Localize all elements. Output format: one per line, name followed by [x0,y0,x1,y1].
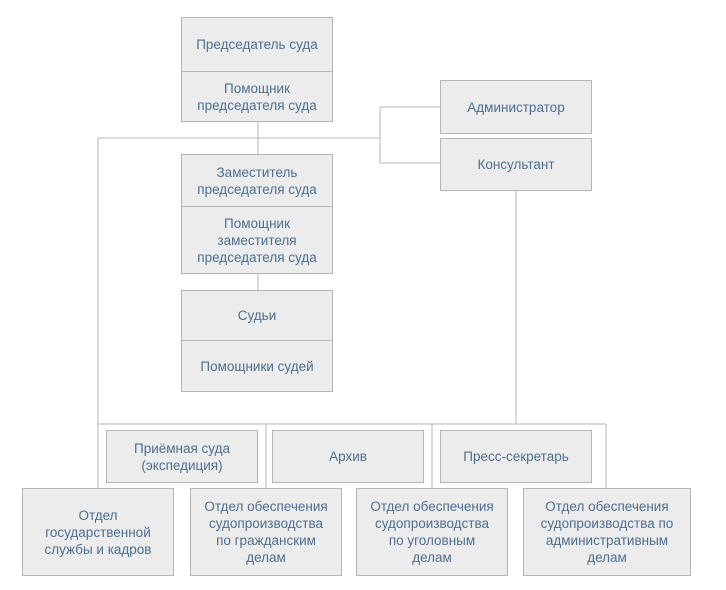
archive-label: Архив [329,449,367,464]
dept-criminal-label: Отдел обеспечения судопроизводства по уг… [370,499,494,565]
judges-box: Судьи [181,290,333,340]
dept-administrative-box: Отдел обеспечения судопроизводства по ад… [523,488,691,576]
consultant-box: Консультант [440,138,592,191]
dept-personnel-label: Отдел государственной службы и кадров [44,507,152,557]
deputy-assistant-label: Помощник заместителя председателя суда [197,215,317,265]
judges-label: Судьи [237,308,277,323]
deputy-assistant-box: Помощник заместителя председателя суда [181,206,333,274]
chairman-assistant-label: Помощник председателя суда [197,80,317,113]
chairman-label: Председатель суда [196,37,318,52]
dept-criminal-box: Отдел обеспечения судопроизводства по уг… [356,488,508,576]
dept-administrative-label: Отдел обеспечения судопроизводства по ад… [540,499,674,565]
judges-assistants-label: Помощники судей [200,358,314,374]
archive-box: Архив [272,430,424,483]
judges-assistants-box: Помощники судей [181,340,333,392]
deputy-label: Заместитель председателя суда [197,164,317,197]
chairman-assistant-box: Помощник председателя суда [181,71,333,122]
dept-civil-box: Отдел обеспечения судопроизводства по гр… [190,488,342,576]
consultant-label: Консультант [477,157,555,172]
deputy-box: Заместитель председателя суда [181,154,333,206]
reception-label: Приёмная суда (экспедиция) [133,440,230,473]
administrator-box: Администратор [440,80,592,134]
reception-box: Приёмная суда (экспедиция) [106,430,258,483]
chairman-box: Председатель суда [181,17,333,71]
administrator-label: Администратор [467,99,565,115]
press-secretary-box: Пресс-секретарь [440,430,592,483]
dept-personnel-box: Отдел государственной службы и кадров [22,488,174,576]
dept-civil-label: Отдел обеспечения судопроизводства по гр… [204,499,328,565]
press-secretary-label: Пресс-секретарь [463,449,569,464]
